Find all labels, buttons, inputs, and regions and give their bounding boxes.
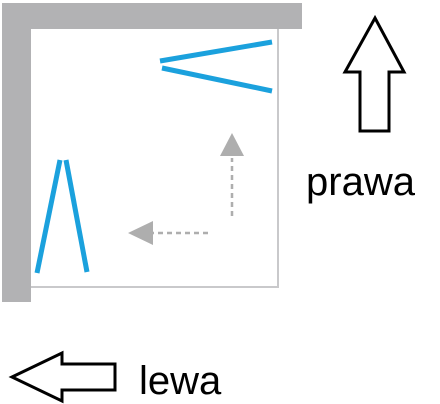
label-left: lewa [139, 359, 222, 403]
shower-tray-outline [31, 29, 279, 288]
flow-arrow-left-head [128, 221, 153, 245]
door-top [159, 39, 273, 94]
door-leaf-top-lower [161, 65, 273, 94]
door-leaf-left-outer [34, 159, 63, 274]
outline-arrow-left-icon [8, 350, 117, 404]
outline-arrow-up-icon [342, 14, 407, 133]
label-right: prawa [306, 160, 416, 204]
flow-arrow-up-head [220, 133, 244, 156]
flow-arrow-up [220, 133, 244, 216]
door-left [34, 159, 90, 274]
flow-arrow-left [128, 221, 208, 245]
door-leaf-left-inner [63, 159, 90, 273]
door-leaf-top-upper [159, 39, 273, 64]
wall-top [2, 3, 302, 29]
wall-left [2, 3, 31, 302]
